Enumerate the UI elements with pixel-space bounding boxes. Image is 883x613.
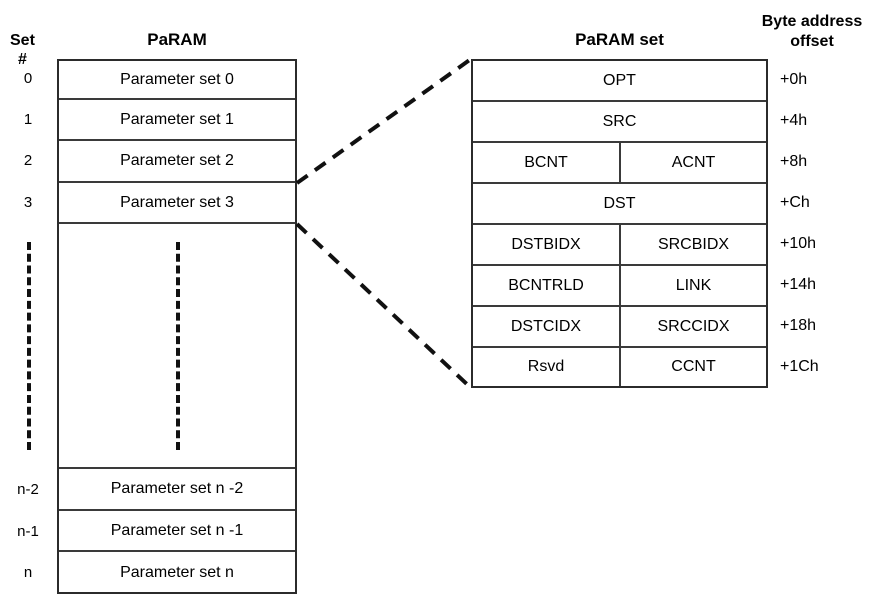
- table-row[interactable]: Parameter set 0: [59, 61, 295, 100]
- set-number-n-1: n-1: [17, 523, 39, 540]
- byte-offset-1Ch: +1Ch: [780, 358, 819, 375]
- table-row[interactable]: Parameter set 1: [59, 100, 295, 141]
- param-table-title: PaRAM: [147, 30, 207, 49]
- paramset-field-opt: OPT: [603, 71, 636, 89]
- param-table-ellipsis-dashed-line: [176, 242, 180, 450]
- paramset-field-srcbidx: SRCBIDX: [657, 235, 730, 253]
- table-row[interactable]: Parameter set n -2: [59, 469, 295, 511]
- paramset-table: OPT SRC BCNT ACNT DST DSTBIDX SRCBIDX BC…: [471, 59, 768, 388]
- param-table: Parameter set 0 Parameter set 1 Paramete…: [57, 59, 297, 594]
- paramset-field-acnt: ACNT: [671, 153, 716, 171]
- set-header-line2: #: [18, 51, 27, 68]
- paramset-field-bcnt: BCNT: [473, 143, 621, 182]
- connector-line-lower: [295, 222, 473, 390]
- table-row[interactable]: Parameter set n -1: [59, 511, 295, 552]
- paramset-field-srccidx: SRCCIDX: [657, 317, 730, 335]
- paramset-field-rsvd: Rsvd: [473, 348, 621, 386]
- paramset-table-title: PaRAM set: [575, 30, 664, 49]
- set-number-2: 2: [23, 152, 33, 169]
- table-row[interactable]: Rsvd CCNT: [473, 348, 766, 386]
- param-set-label-n-1: Parameter set n -1: [110, 521, 244, 539]
- param-set-label-0: Parameter set 0: [120, 70, 234, 88]
- paramset-field-dst: DST: [603, 194, 636, 212]
- table-row[interactable]: BCNTRLD LINK: [473, 266, 766, 307]
- byte-address-header-line2: offset: [790, 33, 834, 50]
- paramset-field-link: LINK: [675, 276, 712, 294]
- table-row[interactable]: DSTBIDX SRCBIDX: [473, 225, 766, 266]
- paramset-field-src: SRC: [602, 112, 637, 130]
- table-row[interactable]: BCNT ACNT: [473, 143, 766, 184]
- table-row-ellipsis[interactable]: [59, 224, 295, 469]
- param-set-label-3: Parameter set 3: [120, 193, 234, 211]
- param-set-label-1: Parameter set 1: [120, 110, 234, 128]
- byte-address-header-line1: Byte address: [761, 13, 863, 30]
- param-set-label-n: Parameter set n: [120, 564, 234, 581]
- byte-address-offset-header: Byte address offset: [742, 12, 882, 52]
- param-set-label-n-2: Parameter set n -2: [110, 480, 244, 497]
- table-row[interactable]: Parameter set 2: [59, 141, 295, 183]
- table-row[interactable]: SRC: [473, 102, 766, 143]
- set-number-1: 1: [23, 111, 33, 128]
- set-number-column-header: Set #: [4, 12, 58, 88]
- byte-offset-8h: +8h: [780, 153, 808, 170]
- set-number-3: 3: [23, 194, 33, 211]
- byte-offset-Ch: +Ch: [780, 194, 810, 211]
- byte-offset-10h: +10h: [780, 235, 817, 252]
- connector-line-upper: [295, 57, 473, 185]
- byte-offset-18h: +18h: [780, 317, 817, 334]
- table-row[interactable]: DST: [473, 184, 766, 225]
- paramset-field-dstcidx: DSTCIDX: [473, 307, 621, 346]
- set-number-n-2: n-2: [17, 481, 39, 498]
- set-number-ellipsis-dashed-line: [27, 242, 31, 450]
- table-row[interactable]: DSTCIDX SRCCIDX: [473, 307, 766, 348]
- byte-offset-14h: +14h: [780, 276, 817, 293]
- byte-offset-0h: +0h: [780, 71, 808, 88]
- table-row[interactable]: Parameter set n: [59, 552, 295, 594]
- paramset-field-dstbidx: DSTBIDX: [473, 225, 621, 264]
- paramset-field-bcntrld: BCNTRLD: [473, 266, 621, 305]
- param-set-label-2: Parameter set 2: [120, 152, 234, 169]
- table-row[interactable]: Parameter set 3: [59, 183, 295, 224]
- set-number-0: 0: [23, 70, 33, 87]
- table-row[interactable]: OPT: [473, 61, 766, 102]
- paramset-field-ccnt: CCNT: [671, 358, 716, 375]
- set-number-n: n: [23, 564, 33, 581]
- set-header-line1: Set: [10, 32, 35, 49]
- byte-offset-4h: +4h: [780, 112, 808, 129]
